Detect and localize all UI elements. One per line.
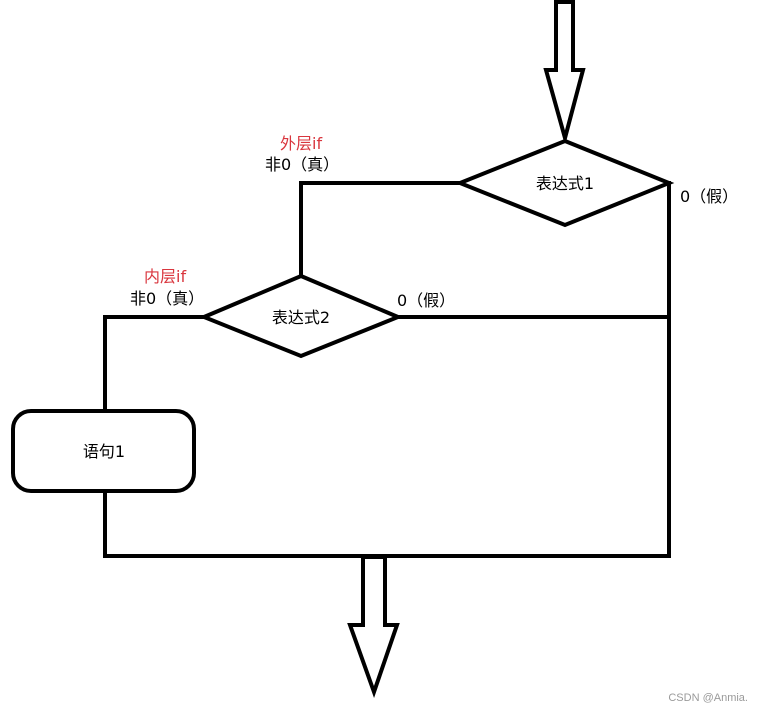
outer-true-line xyxy=(299,181,462,278)
inner-false-label: 0（假） xyxy=(397,291,455,310)
process-stmt1 xyxy=(11,409,196,493)
expr2-label: 表达式2 xyxy=(272,308,330,327)
watermark: CSDN @Anmia. xyxy=(668,692,748,704)
outer-true-label: 非0（真） xyxy=(265,155,339,174)
inner-true-label: 非0（真） xyxy=(130,289,204,308)
merge-line xyxy=(103,489,671,558)
connectors xyxy=(103,181,671,558)
outer-false-label: 0（假） xyxy=(680,187,738,206)
decision-expr1 xyxy=(454,138,675,228)
decision-expr2 xyxy=(198,273,404,359)
stmt1-label: 语句1 xyxy=(83,442,125,461)
outer-if-label: 外层if xyxy=(280,134,322,153)
inner-if-label: 内层if xyxy=(144,267,186,286)
inner-true-line xyxy=(103,315,206,413)
entry-arrow xyxy=(543,0,586,146)
expr1-label: 表达式1 xyxy=(536,174,594,193)
exit-arrow xyxy=(347,555,400,699)
